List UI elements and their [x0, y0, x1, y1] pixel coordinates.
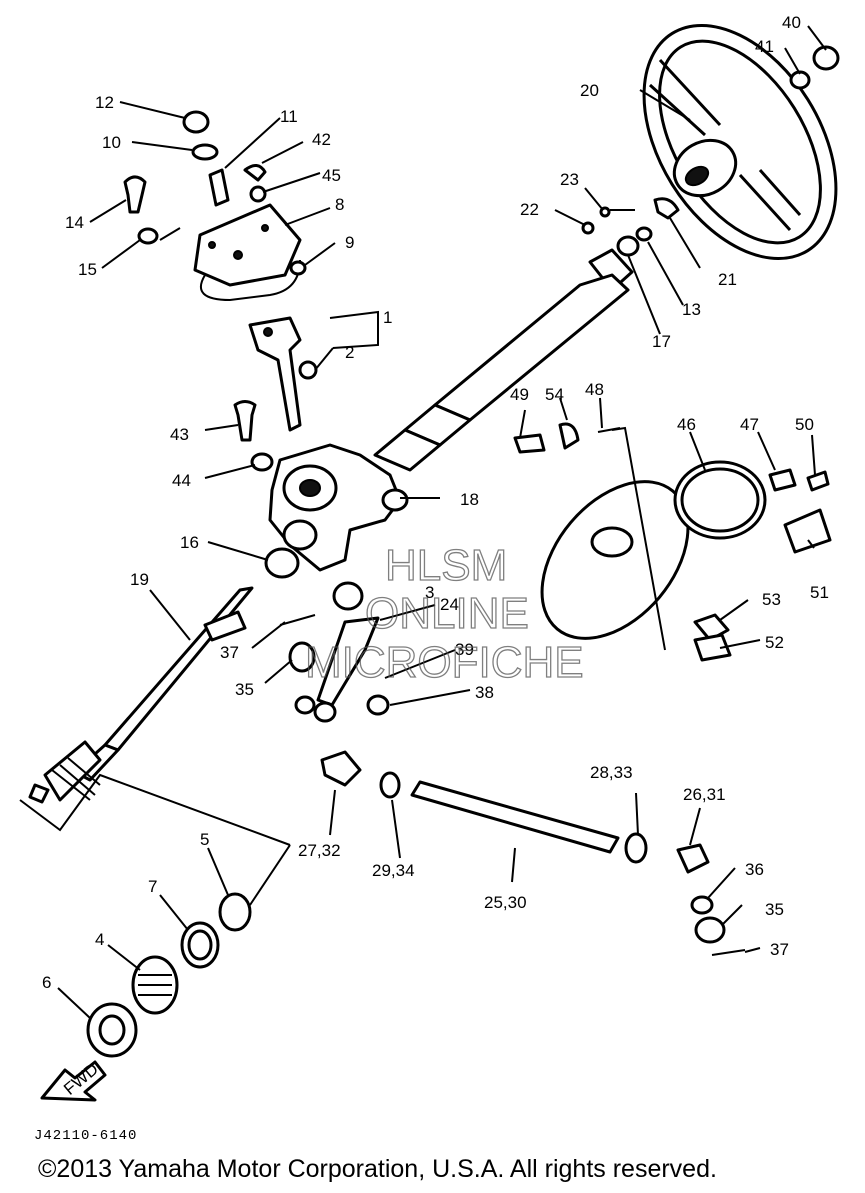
- callout-8: 8: [335, 195, 344, 214]
- tie-rod-linkage: [279, 581, 746, 956]
- callout-45: 45: [322, 166, 341, 185]
- callout-37-a: 37: [220, 643, 239, 662]
- callout-5: 5: [200, 830, 209, 849]
- callout-16: 16: [180, 533, 199, 552]
- watermark-line-2: ONLINE: [365, 589, 529, 638]
- pitman-arm: [248, 316, 318, 432]
- callout-3: 3: [425, 583, 434, 602]
- callout-54: 54: [545, 385, 564, 404]
- callout-47: 47: [740, 415, 759, 434]
- callout-38: 38: [475, 683, 494, 702]
- steering-wheel: [642, 23, 838, 261]
- callout-44: 44: [172, 471, 191, 490]
- callout-labels: 1 2 3 4 5 6 7 8 9 10 11 12 13 14 15 16 1…: [42, 13, 829, 992]
- callout-52: 52: [765, 633, 784, 652]
- callout-21: 21: [718, 270, 737, 289]
- callout-19: 19: [130, 570, 149, 589]
- callout-15: 15: [78, 260, 97, 279]
- callout-9: 9: [345, 233, 354, 252]
- horn-assembly: [513, 422, 832, 662]
- callout-12: 12: [95, 93, 114, 112]
- callout-36: 36: [745, 860, 764, 879]
- callout-22: 22: [520, 200, 539, 219]
- copyright-notice: ©2013 Yamaha Motor Corporation, U.S.A. A…: [38, 1155, 717, 1183]
- callout-50: 50: [795, 415, 814, 434]
- cover-plate: [193, 203, 302, 302]
- steering-column: [373, 248, 634, 472]
- watermark: HLSM ONLINE MICROFICHE: [304, 540, 584, 687]
- callout-42: 42: [312, 130, 331, 149]
- callout-24: 24: [440, 595, 459, 614]
- callout-17: 17: [652, 332, 671, 351]
- callout-35-b: 35: [765, 900, 784, 919]
- callout-35-a: 35: [235, 680, 254, 699]
- callout-25-30: 25,30: [484, 893, 527, 912]
- fwd-arrow-icon: FWD: [40, 1059, 107, 1102]
- callout-20: 20: [580, 81, 599, 100]
- callout-27-32: 27,32: [298, 841, 341, 860]
- lower-shaft: [28, 586, 254, 804]
- callout-13: 13: [682, 300, 701, 319]
- callout-23: 23: [560, 170, 579, 189]
- callout-39: 39: [455, 640, 474, 659]
- callout-4: 4: [95, 930, 104, 949]
- watermark-line-1: HLSM: [385, 541, 507, 590]
- callout-43: 43: [170, 425, 189, 444]
- bearings: [86, 892, 252, 1058]
- callout-14: 14: [65, 213, 84, 232]
- callout-40: 40: [782, 13, 801, 32]
- callout-18: 18: [460, 490, 479, 509]
- watermark-line-3: MICROFICHE: [305, 638, 584, 687]
- callout-29-34: 29,34: [372, 861, 415, 880]
- callout-10: 10: [102, 133, 121, 152]
- callout-11: 11: [280, 107, 298, 126]
- diagram-code: J42110-6140: [34, 1128, 138, 1144]
- callout-26-31: 26,31: [683, 785, 726, 804]
- callout-7: 7: [148, 877, 157, 896]
- callout-48: 48: [585, 380, 604, 399]
- callout-53: 53: [762, 590, 781, 609]
- callout-6: 6: [42, 973, 51, 992]
- callout-1: 1: [383, 308, 392, 327]
- callout-51: 51: [810, 583, 829, 602]
- gear-box: [268, 443, 409, 572]
- callout-41: 41: [755, 37, 774, 56]
- callout-2: 2: [345, 343, 354, 362]
- leader-lines: [19, 25, 827, 1019]
- callout-49: 49: [510, 385, 529, 404]
- callout-37-b: 37: [770, 940, 789, 959]
- callout-46: 46: [677, 415, 696, 434]
- callout-28-33: 28,33: [590, 763, 633, 782]
